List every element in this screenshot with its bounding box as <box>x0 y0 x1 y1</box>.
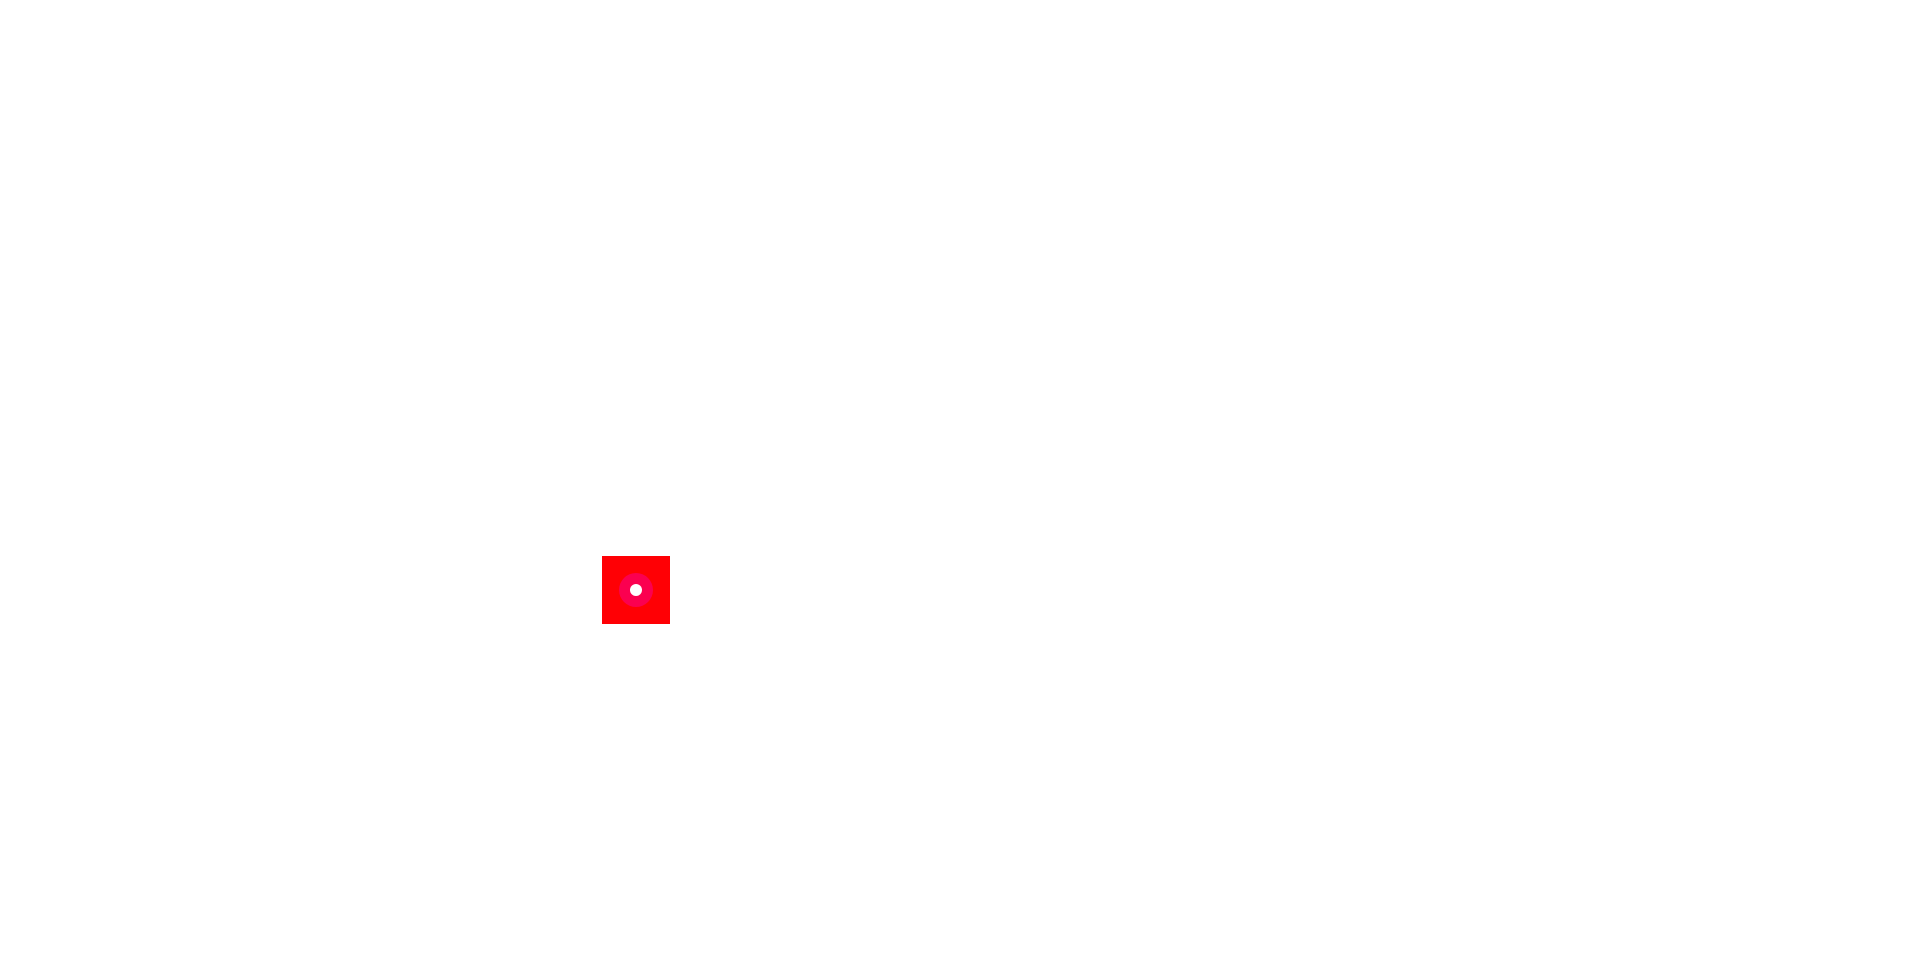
marker-ring-icon <box>619 573 653 607</box>
marker-dot-icon <box>630 584 642 596</box>
click-target-marker[interactable] <box>602 556 670 624</box>
